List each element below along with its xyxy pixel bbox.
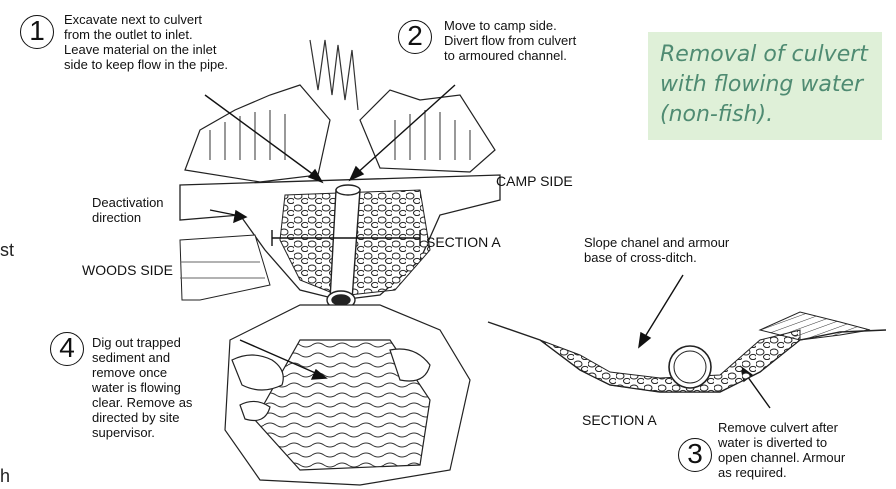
step-4-number: 4	[50, 332, 84, 366]
deactivation-direction-label: Deactivation direction	[92, 195, 164, 225]
section-a-bottom-label: SECTION A	[582, 412, 657, 428]
edge-fragment-left: st	[0, 240, 14, 261]
step-4-text: Dig out trapped sediment and remove once…	[92, 335, 192, 440]
outlet-channel	[225, 305, 470, 485]
edge-fragment-bottom: h	[0, 466, 10, 487]
step-2-text: Move to camp side. Divert flow from culv…	[444, 18, 576, 63]
step-1-text: Excavate next to culvert from the outlet…	[64, 12, 228, 72]
slope-channel-label: Slope chanel and armour base of cross-di…	[584, 235, 729, 265]
step-2-number: 2	[398, 20, 432, 54]
step-3-text: Remove culvert after water is diverted t…	[718, 420, 845, 480]
diagram-title: Removal of culvert with flowing water (n…	[660, 40, 870, 130]
title-callout: Removal of culvert with flowing water (n…	[648, 32, 882, 140]
section-a-top-label: SECTION A	[426, 234, 501, 250]
woods-side-label: WOODS SIDE	[82, 262, 173, 278]
step-3-number: 3	[678, 438, 712, 472]
camp-side-label: CAMP SIDE	[496, 173, 573, 189]
section-a-profile	[488, 312, 886, 392]
step-1-number: 1	[20, 15, 54, 49]
